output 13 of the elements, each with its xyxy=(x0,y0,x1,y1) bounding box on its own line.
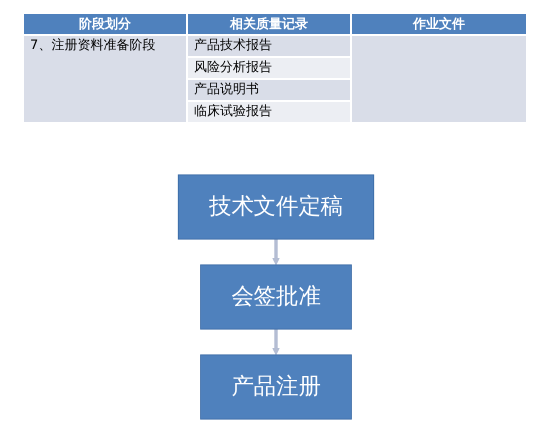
arrow xyxy=(272,329,280,356)
record-cell: 临床试验报告 xyxy=(188,102,350,122)
header-cell: 作业文件 xyxy=(352,14,526,34)
arrow xyxy=(272,239,280,266)
header-cell: 阶段划分 xyxy=(24,14,186,34)
record-cell: 产品技术报告 xyxy=(188,36,350,56)
record-cell: 风险分析报告 xyxy=(188,58,350,78)
node-box: 技术文件定稿 xyxy=(178,174,374,240)
node-box: 会签批准 xyxy=(200,264,352,330)
record-cell: 产品说明书 xyxy=(188,80,350,100)
stage-cell: 7、注册资料准备阶段 xyxy=(24,36,186,122)
node-box: 产品注册 xyxy=(200,354,352,420)
header-cell: 相关质量记录 xyxy=(188,14,350,34)
